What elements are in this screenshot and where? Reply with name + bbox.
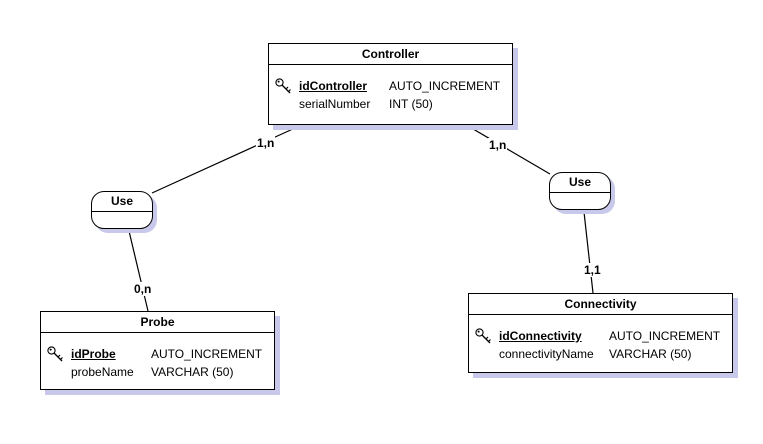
connector-controller-use-right — [467, 125, 551, 175]
connector-use-right-connectivity — [583, 211, 594, 294]
cardinality-controller-right: 1,n — [488, 138, 508, 152]
cardinality-connectivity-right: 1,1 — [583, 263, 602, 277]
entity-controller[interactable]: Controller idController AUTO_INCREMENT s… — [268, 43, 513, 125]
entity-connectivity[interactable]: Connectivity idConnectivity AUTO_INCREME… — [468, 293, 733, 373]
key-icon — [47, 346, 63, 362]
attribute-name: idProbe — [71, 347, 116, 361]
attribute-type: INT (50) — [389, 97, 433, 111]
key-icon — [275, 78, 291, 94]
attribute-row: serialNumber INT (50) — [269, 95, 509, 113]
association-divider — [550, 192, 610, 193]
key-icon — [475, 328, 491, 344]
attribute-type: AUTO_INCREMENT — [151, 347, 263, 361]
attribute-type: AUTO_INCREMENT — [609, 329, 721, 343]
association-use-left[interactable]: Use — [91, 191, 153, 229]
entity-probe[interactable]: Probe idProbe AUTO_INCREMENT probeName V… — [40, 311, 275, 390]
entity-title: Connectivity — [469, 294, 732, 315]
association-label: Use — [110, 194, 133, 208]
attribute-row: idProbe AUTO_INCREMENT — [41, 345, 271, 363]
connector-use-left-probe — [128, 230, 149, 312]
cardinality-probe-left: 0,n — [133, 282, 153, 296]
attribute-row: probeName VARCHAR (50) — [41, 363, 271, 381]
attribute-type: VARCHAR (50) — [609, 347, 692, 361]
attribute-row: idConnectivity AUTO_INCREMENT — [469, 327, 729, 345]
attribute-name: idConnectivity — [499, 329, 582, 343]
attribute-name: idController — [299, 79, 367, 93]
attribute-row: connectivityName VARCHAR (50) — [469, 345, 729, 363]
association-divider — [92, 211, 152, 212]
attribute-type: AUTO_INCREMENT — [389, 79, 501, 93]
entity-title: Controller — [269, 44, 512, 65]
attribute-name: probeName — [71, 365, 134, 379]
association-use-right[interactable]: Use — [549, 172, 611, 210]
entity-title: Probe — [41, 312, 274, 333]
attribute-name: connectivityName — [499, 347, 594, 361]
attribute-name: serialNumber — [299, 97, 371, 111]
association-label: Use — [568, 175, 591, 189]
attribute-type: VARCHAR (50) — [151, 365, 234, 379]
cardinality-controller-left: 1,n — [256, 136, 276, 150]
attribute-row: idController AUTO_INCREMENT — [269, 77, 509, 95]
